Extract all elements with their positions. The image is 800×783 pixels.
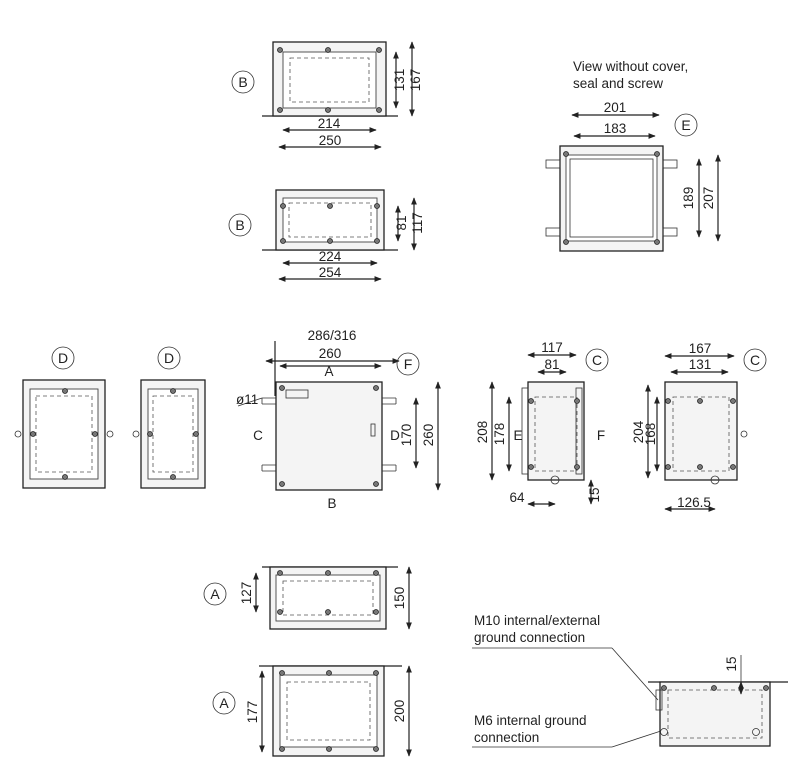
dim-117-side: 117 bbox=[541, 340, 563, 355]
dim-167: 167 bbox=[408, 69, 423, 92]
dim-127: 127 bbox=[239, 582, 254, 605]
dim-178: 178 bbox=[492, 423, 507, 446]
dim-64: 64 bbox=[509, 490, 525, 505]
front-view: 286/316 260 A F ø11 C D B 170 260 bbox=[236, 328, 441, 511]
front-right-label: D bbox=[390, 428, 400, 443]
view-a-top: A 127 150 bbox=[203, 566, 412, 630]
side-c-bubble-label: C bbox=[750, 352, 760, 368]
dim-81-side: 81 bbox=[544, 357, 559, 372]
view-d-left-bubble bbox=[51, 346, 75, 370]
view-d-left: D bbox=[14, 346, 114, 489]
dim-201: 201 bbox=[604, 100, 627, 115]
dim-207: 207 bbox=[701, 187, 716, 210]
view-e-note-line2: seal and screw bbox=[573, 76, 663, 91]
view-b-top-label: B bbox=[238, 74, 247, 90]
view-d-right-label: D bbox=[164, 350, 174, 366]
dim-131-c: 131 bbox=[689, 357, 712, 372]
front-left-label: C bbox=[253, 428, 263, 443]
dim-189: 189 bbox=[681, 187, 696, 210]
dim-254: 254 bbox=[319, 265, 342, 280]
dim-117: 117 bbox=[410, 212, 425, 234]
dim-224: 224 bbox=[319, 249, 342, 264]
dim-15-ground: 15 bbox=[724, 656, 739, 671]
ground-note1-line2: ground connection bbox=[474, 630, 585, 645]
view-e-label: E bbox=[681, 117, 690, 133]
side-e-bubble bbox=[585, 348, 609, 372]
dim-214: 214 bbox=[318, 116, 341, 131]
front-top-label: A bbox=[324, 364, 333, 379]
view-e-bubble bbox=[674, 113, 698, 137]
dim-208: 208 bbox=[475, 421, 490, 444]
side-e-bubble-label: C bbox=[592, 352, 602, 368]
dim-150: 150 bbox=[392, 587, 407, 610]
view-d-left-label: D bbox=[58, 350, 68, 366]
side-e-right-label: F bbox=[597, 428, 605, 443]
front-bubble-label: F bbox=[404, 356, 413, 372]
view-a-bottom-label: A bbox=[219, 695, 229, 711]
dim-15-side: 15 bbox=[587, 487, 602, 502]
view-b-bottom-bubble bbox=[228, 213, 252, 237]
dim-260-top: 260 bbox=[319, 346, 342, 361]
view-a-bottom-bubble bbox=[212, 691, 236, 715]
side-e-left-label: E bbox=[513, 428, 522, 443]
side-view-c: 167 131 C 204 168 126.5 bbox=[631, 341, 767, 512]
dim-250: 250 bbox=[319, 133, 342, 148]
view-b-bottom: B 224 254 81 117 bbox=[228, 189, 425, 282]
view-b-top-bubble bbox=[231, 70, 255, 94]
view-e-note-line1: View without cover, bbox=[573, 59, 688, 74]
view-e: View without cover, seal and screw E 201… bbox=[545, 59, 721, 252]
view-b-bottom-label: B bbox=[235, 217, 244, 233]
ground-note1-line1: M10 internal/external bbox=[474, 613, 600, 628]
front-bottom-label: B bbox=[327, 496, 336, 511]
dim-hole-11: ø11 bbox=[236, 392, 258, 407]
ground-note2-line2: connection bbox=[474, 730, 539, 745]
dim-81: 81 bbox=[394, 215, 409, 230]
dim-183: 183 bbox=[604, 121, 627, 136]
view-a-top-bubble bbox=[203, 582, 227, 606]
dim-131: 131 bbox=[392, 69, 407, 92]
dim-200: 200 bbox=[392, 700, 407, 723]
ground-connection-detail: M10 internal/external ground connection … bbox=[472, 613, 788, 748]
view-b-top: B 214 250 131 167 bbox=[231, 41, 423, 150]
view-a-bottom: A 177 200 bbox=[212, 665, 412, 757]
view-d-right-bubble bbox=[157, 346, 181, 370]
side-view-e-f: 117 81 C E F 208 178 64 15 bbox=[475, 340, 609, 507]
dim-167-c: 167 bbox=[689, 341, 712, 356]
dim-170: 170 bbox=[399, 424, 414, 447]
dim-126-5: 126.5 bbox=[677, 495, 711, 510]
side-c-bubble bbox=[743, 348, 767, 372]
dim-168: 168 bbox=[643, 423, 658, 446]
dim-204: 204 bbox=[631, 420, 646, 443]
view-a-top-label: A bbox=[210, 586, 220, 602]
dim-177: 177 bbox=[245, 701, 260, 724]
dim-260-right: 260 bbox=[421, 424, 436, 447]
front-bubble bbox=[396, 352, 420, 376]
dim-286-316: 286/316 bbox=[308, 328, 357, 343]
ground-note2-line1: M6 internal ground bbox=[474, 713, 587, 728]
view-d-right: D bbox=[132, 346, 206, 489]
